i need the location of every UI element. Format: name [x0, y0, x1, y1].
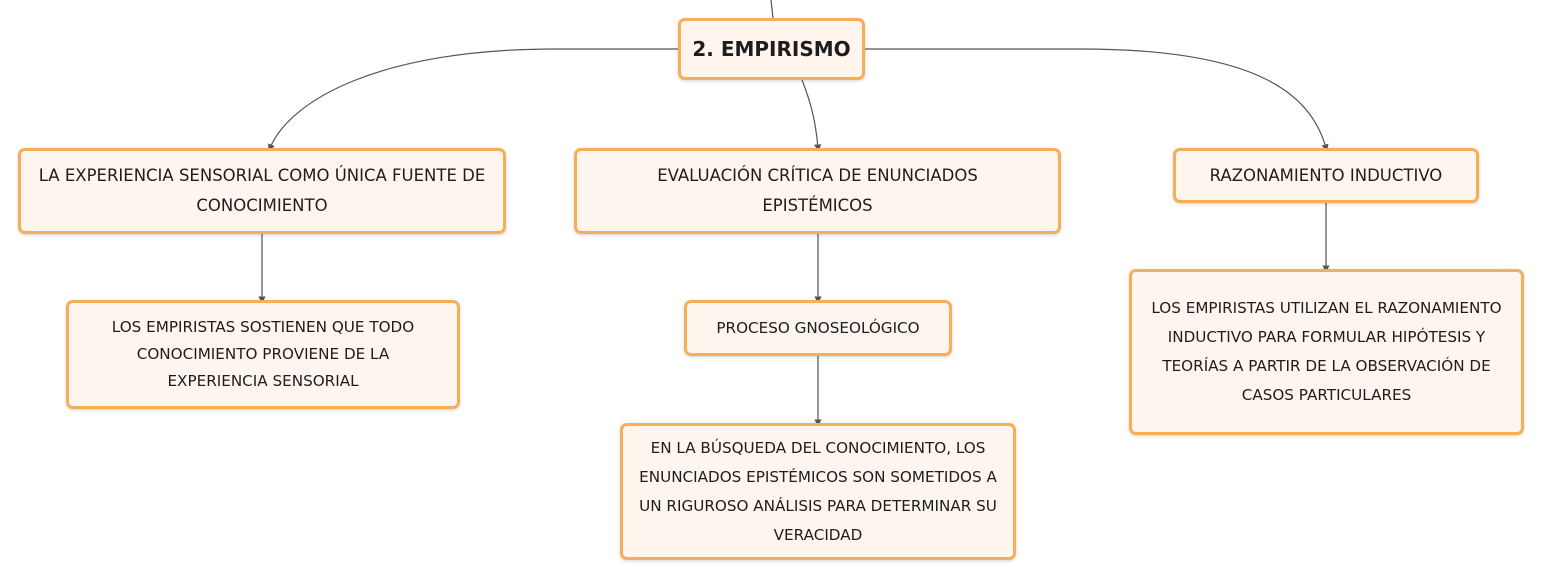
branch-node-critical-evaluation[interactable]: EVALUACIÓN CRÍTICA DE ENUNCIADOS EPISTÉM…: [574, 148, 1061, 234]
connector-root-to-branch-2: [801, 79, 822, 152]
branch-node-sensory-experience[interactable]: LA EXPERIENCIA SENSORIAL COMO ÚNICA FUEN…: [18, 148, 506, 234]
detail-node-inductive-method[interactable]: LOS EMPIRISTAS UTILIZAN EL RAZONAMIENTO …: [1129, 269, 1524, 435]
detail-node-empiricists-claim[interactable]: LOS EMPIRISTAS SOSTIENEN QUE TODO CONOCI…: [66, 300, 460, 409]
branch-node-inductive-reasoning[interactable]: RAZONAMIENTO INDUCTIVO: [1173, 148, 1479, 203]
connector-root-to-branch-1: [268, 48, 678, 152]
branch-node-label: EVALUACIÓN CRÍTICA DE ENUNCIADOS EPISTÉM…: [657, 166, 978, 215]
subdetail-node-rigorous-analysis[interactable]: EN LA BÚSQUEDA DEL CONOCIMIENTO, LOS ENU…: [620, 423, 1016, 560]
branch-node-label: LA EXPERIENCIA SENSORIAL COMO ÚNICA FUEN…: [38, 166, 486, 215]
detail-node-label: LOS EMPIRISTAS UTILIZAN EL RAZONAMIENTO …: [1151, 299, 1502, 404]
detail-node-label: PROCESO GNOSEOLÓGICO: [716, 318, 920, 337]
branch-node-label: RAZONAMIENTO INDUCTIVO: [1209, 165, 1443, 185]
subdetail-node-label: EN LA BÚSQUEDA DEL CONOCIMIENTO, LOS ENU…: [639, 438, 997, 544]
root-node-label: 2. EMPIRISMO: [692, 37, 851, 61]
detail-node-gnoseological-process[interactable]: PROCESO GNOSEOLÓGICO: [684, 300, 952, 356]
root-node[interactable]: 2. EMPIRISMO: [678, 18, 865, 80]
detail-node-label: LOS EMPIRISTAS SOSTIENEN QUE TODO CONOCI…: [111, 318, 415, 390]
connector-root-to-branch-3: [865, 48, 1329, 152]
connector-parent-to-root: [770, 0, 774, 19]
